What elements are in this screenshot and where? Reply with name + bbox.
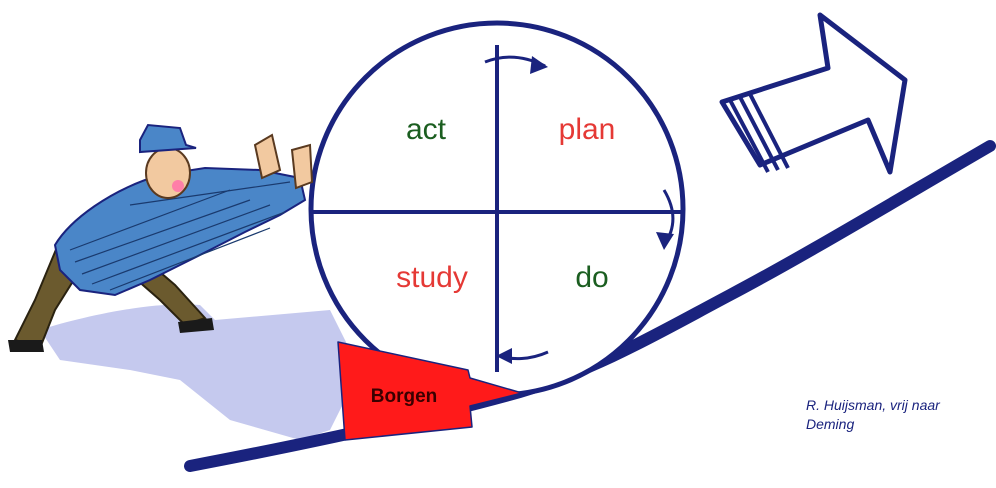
credit-line-1: R. Huijsman, vrij naar [806,397,940,413]
coat-stripes [69,181,291,291]
cycle-arrow-bottom [496,348,549,364]
forward-arrow-icon [719,12,908,175]
quadrant-study: study [396,261,468,294]
borgen-wedge: Borgen [337,341,523,441]
cycle-arrow-top [484,55,548,74]
pdsa-cycle: act plan study do [308,20,686,398]
cycle-arrow-right [656,189,675,250]
quadrant-do: do [575,261,608,294]
quadrant-act: act [406,113,447,146]
man-head [145,147,191,199]
quadrant-plan: plan [559,113,616,146]
hat-icon [139,123,197,154]
pushing-man-icon [8,123,314,352]
author-credit: R. Huijsman, vrij naar Deming [806,396,940,434]
borgen-label: Borgen [371,386,438,407]
credit-line-2: Deming [806,416,855,432]
man-shadow [40,304,360,440]
